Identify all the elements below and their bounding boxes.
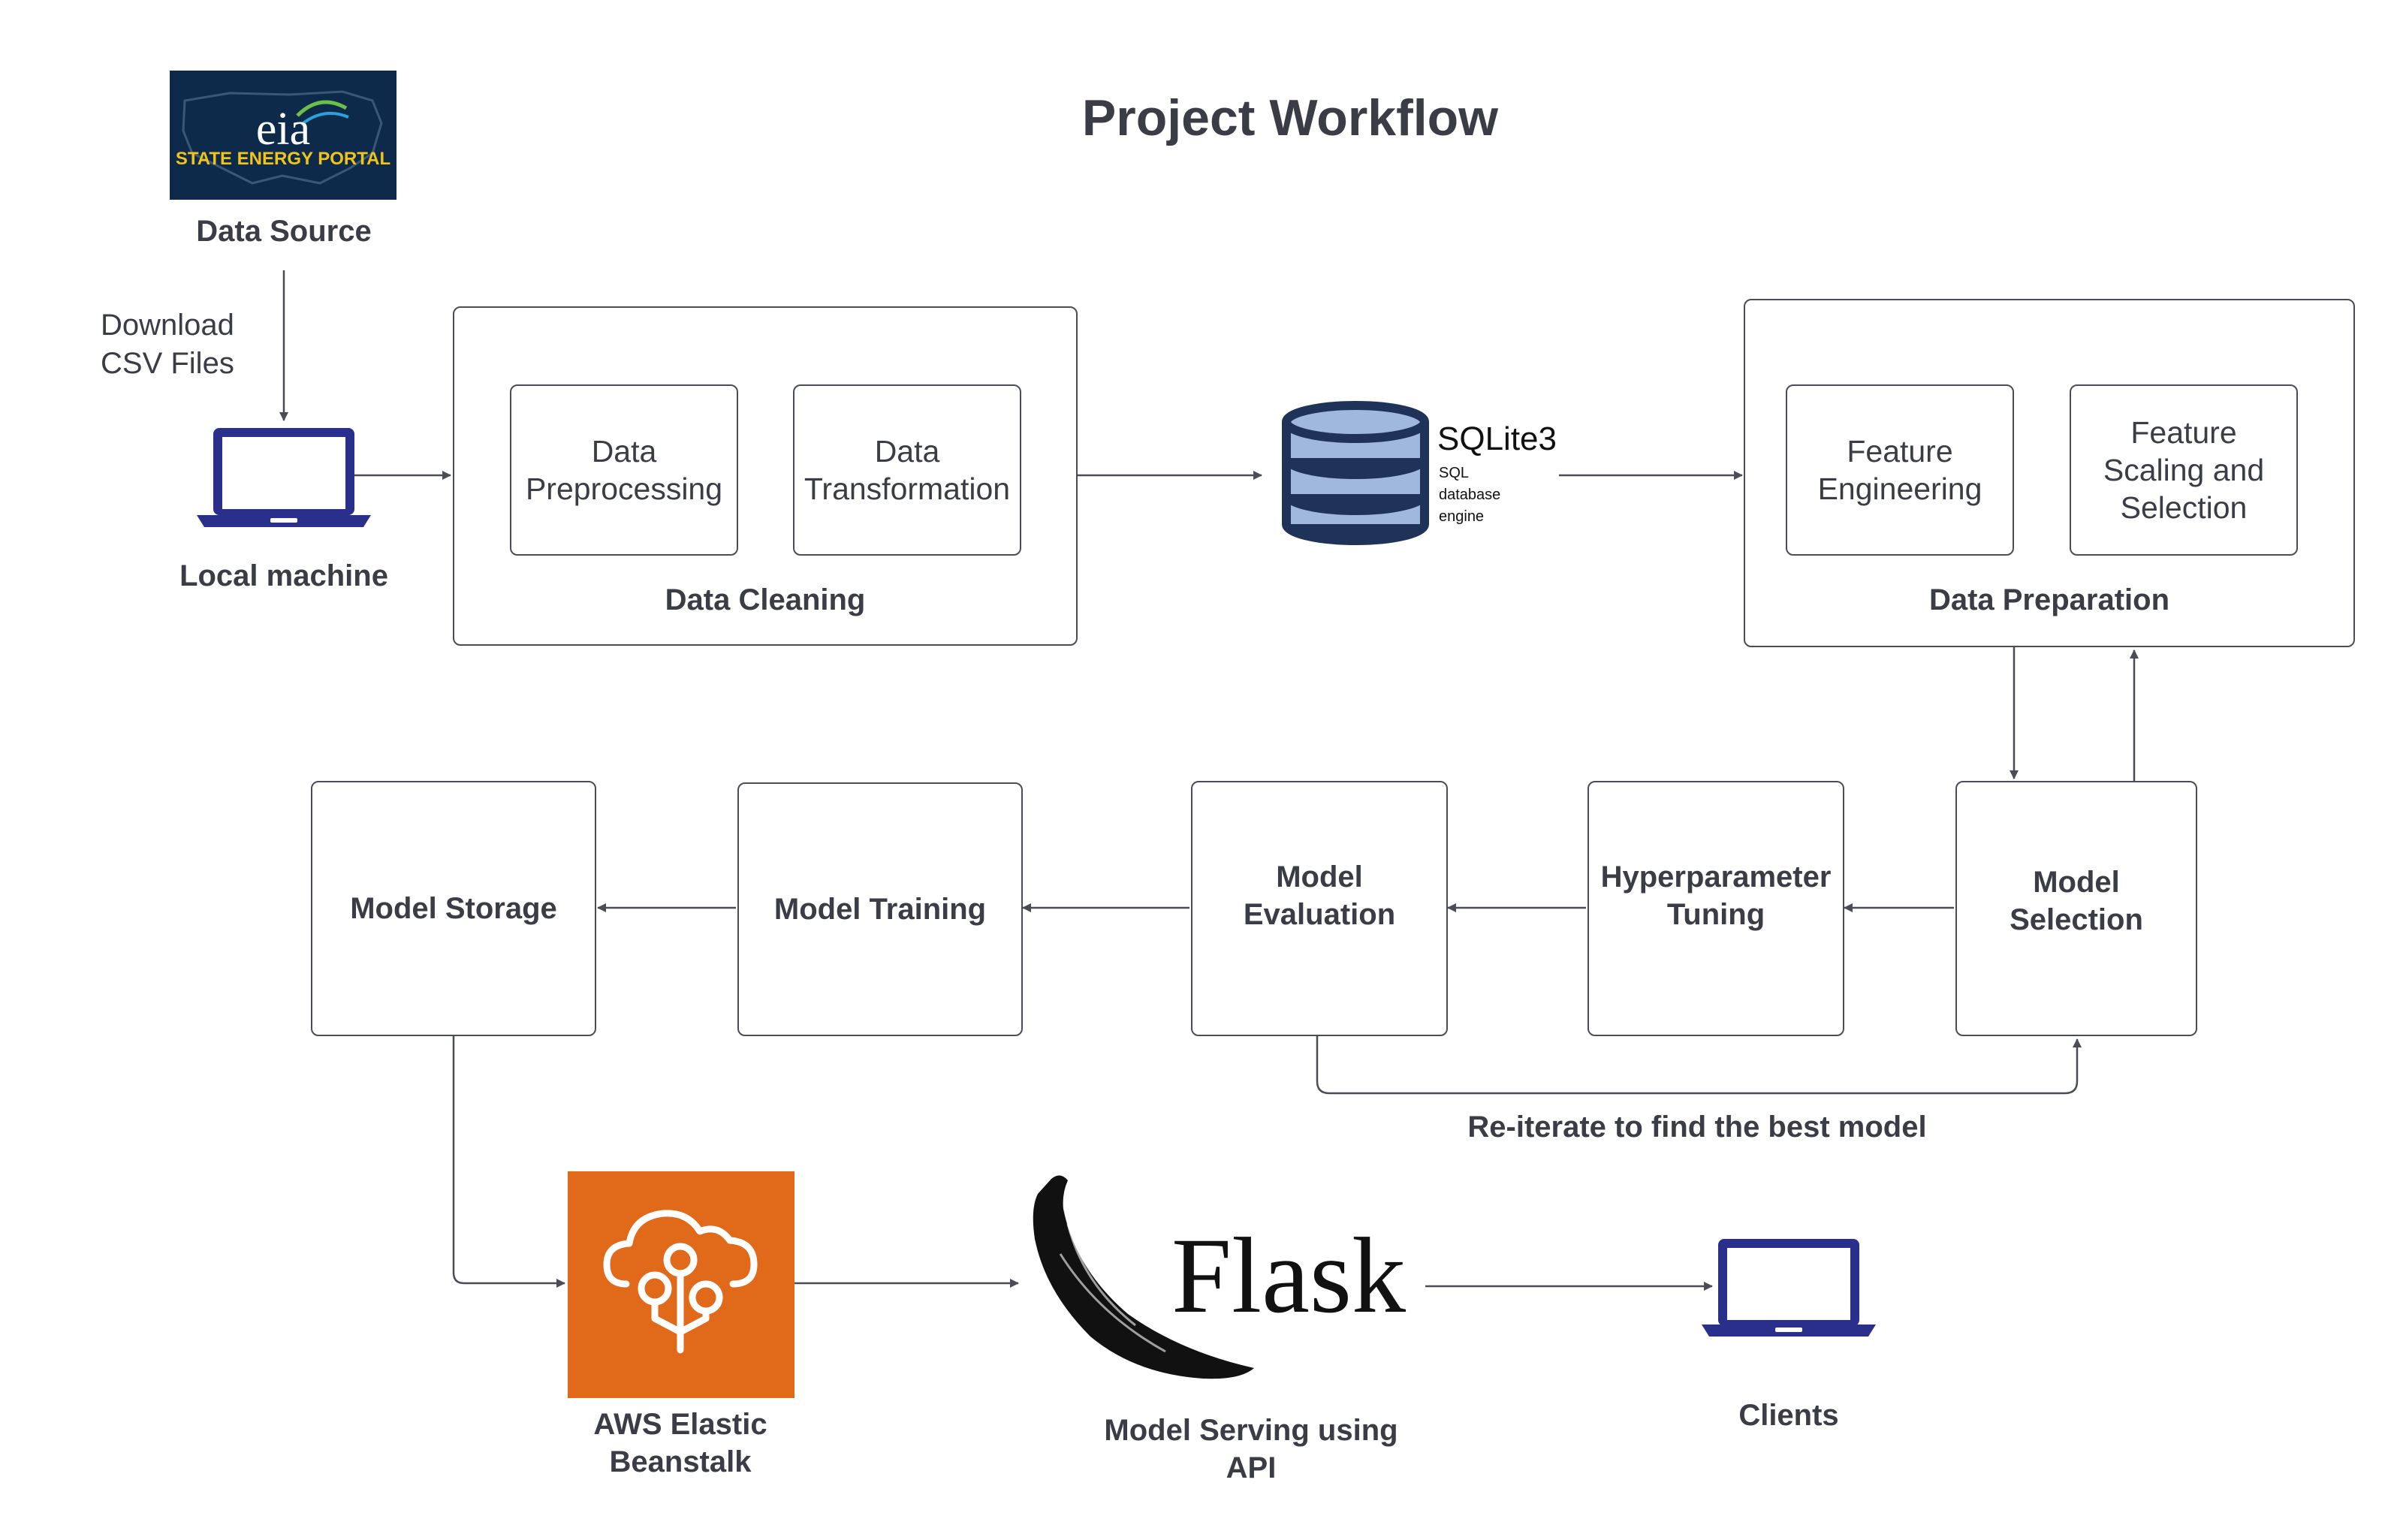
model-evaluation-box: Model Evaluation	[1191, 781, 1448, 1036]
model-selection-box: Model Selection	[1955, 781, 2197, 1036]
hyperparameter-tuning-box: Hyperparameter Tuning	[1587, 781, 1844, 1036]
feature-scaling-selection-box: Feature Scaling and Selection	[2070, 384, 2298, 556]
data-source-label: Data Source	[196, 215, 372, 248]
data-transformation-box: Data Transformation	[793, 384, 1021, 556]
feature-scaling-line1: Feature	[2130, 415, 2237, 450]
data-preprocessing-box: Data Preprocessing	[510, 384, 738, 556]
clients-label: Clients	[1738, 1399, 1839, 1432]
model-serving-line1: Model Serving using	[1104, 1414, 1398, 1447]
data-preprocessing-line1: Data	[591, 434, 657, 469]
database-icon	[1282, 401, 1429, 545]
sqlite-sub2: database	[1439, 487, 1501, 503]
feature-engineering-line2: Engineering	[1817, 472, 1982, 506]
feature-scaling-line3: Selection	[2120, 490, 2248, 525]
data-transformation-line2: Transformation	[804, 472, 1011, 506]
sqlite-subtitle: SQL database engine	[1439, 463, 1500, 528]
feature-scaling-line2: Scaling and	[2103, 453, 2265, 487]
model-selection-line2: Selection	[2010, 903, 2143, 936]
us-map-outline-icon	[182, 90, 383, 185]
model-training-label: Model Training	[773, 893, 987, 926]
aws-label-line1: AWS Elastic	[593, 1408, 767, 1441]
data-transformation-line1: Data	[874, 434, 940, 469]
hyperparameter-tuning-line1: Hyperparameter	[1600, 860, 1832, 894]
model-evaluation-line1: Model	[1276, 860, 1363, 894]
model-evaluation-line2: Evaluation	[1243, 898, 1396, 931]
sqlite-name: SQLite3	[1437, 420, 1557, 457]
aws-beanstalk-logo	[568, 1171, 794, 1398]
arrow-reiterate-loop	[1316, 1036, 2082, 1095]
data-preprocessing-line2: Preprocessing	[525, 472, 723, 506]
arrow-storage-to-aws	[452, 1036, 565, 1288]
flask-logo-text: Flask	[1171, 1216, 1407, 1336]
model-storage-box: Model Storage	[311, 781, 596, 1036]
sqlite-sub3: engine	[1439, 508, 1485, 525]
flask-horn-icon	[1033, 1175, 1254, 1379]
hyperparameter-tuning-line2: Tuning	[1666, 898, 1765, 931]
model-serving-line2: API	[1226, 1451, 1277, 1484]
page-title: Project Workflow	[1081, 89, 1499, 146]
aws-label-line2: Beanstalk	[609, 1445, 752, 1478]
feature-engineering-line1: Feature	[1847, 434, 1953, 469]
laptop-icon	[197, 428, 371, 527]
download-csv-label: Download CSV Files	[101, 306, 281, 383]
model-selection-line1: Model	[2033, 866, 2120, 899]
model-serving-label: Model Serving using API	[1078, 1412, 1424, 1487]
eia-logo-subtext: STATE ENERGY PORTAL	[175, 149, 391, 169]
data-cleaning-label: Data Cleaning	[665, 583, 866, 616]
aws-label: AWS Elastic Beanstalk	[530, 1406, 831, 1481]
eia-logo: eia STATE ENERGY PORTAL	[170, 71, 396, 200]
reiterate-label: Re-iterate to find the best model	[1467, 1111, 1927, 1144]
model-storage-label: Model Storage	[350, 892, 557, 925]
cloud-tree-icon	[603, 1210, 758, 1354]
eia-logo-text: eia	[255, 104, 311, 155]
data-preparation-label: Data Preparation	[1928, 583, 2170, 616]
model-training-box: Model Training	[737, 782, 1023, 1036]
feature-engineering-box: Feature Engineering	[1786, 384, 2014, 556]
download-label-line2: CSV Files	[101, 347, 234, 380]
sqlite-sub1: SQL	[1439, 465, 1470, 481]
download-label-line1: Download	[101, 309, 234, 342]
clients-laptop-icon	[1702, 1239, 1876, 1337]
local-machine-label: Local machine	[179, 559, 388, 592]
